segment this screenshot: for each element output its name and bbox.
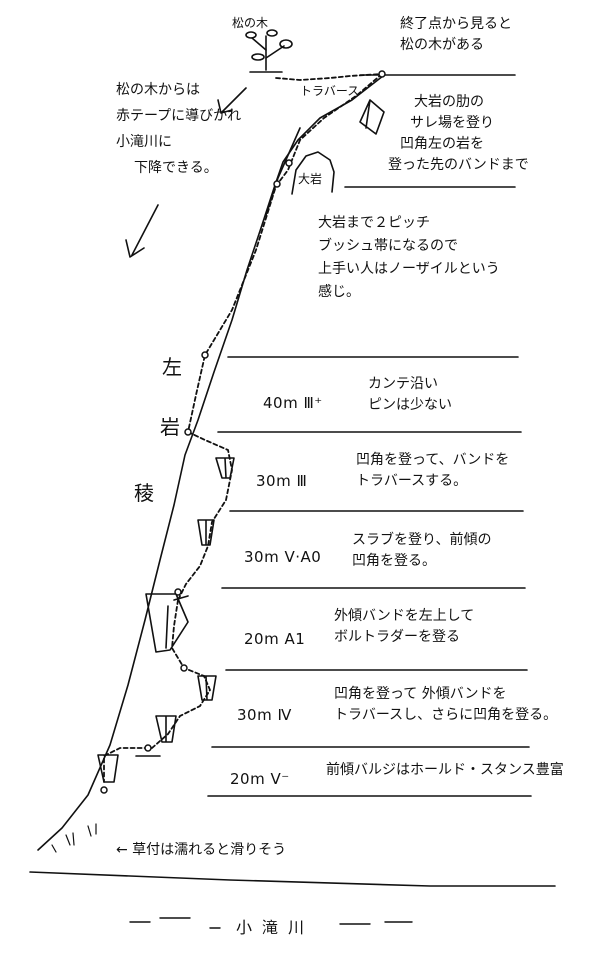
pitch-note-line: トラバースし、さらに凹角を登る。 <box>334 707 558 723</box>
pitch-grade: 40m Ⅲ⁺ <box>263 394 323 412</box>
pitch-note: 凹角を登って、バンドを トラバースする。 <box>356 450 509 492</box>
river-dashes <box>129 917 413 929</box>
descent-note: 松の木からは 赤テープに導びかれ 小滝川に 下降できる。 <box>116 78 241 182</box>
climbing-route-path <box>177 431 233 601</box>
pitch-note-line: 凹角を登って 外傾バンドを <box>334 686 507 702</box>
grass-note: ← 草付は濡れると滑りそう <box>116 842 287 858</box>
pitch-grade: 30m Ⅲ <box>256 472 308 490</box>
pitch-note-line: ピンは少ない <box>368 397 452 413</box>
big-rock-drawing <box>291 151 335 195</box>
bush-note: 大岩まで２ピッチ ブッシュ帯になるので 上手い人はノーザイルという 感じ。 <box>318 212 500 304</box>
top-note: 終了点から見ると 松の木がある <box>400 14 512 56</box>
descent-note-line: 小滝川に <box>116 133 172 150</box>
ridge-label-char: 稜 <box>134 481 154 505</box>
pitch-note: カンテ沿い ピンは少ない <box>368 374 452 416</box>
pitch-note-line: 前傾バルジはホールド・スタンス豊富 <box>326 762 564 778</box>
dihedral-symbol <box>197 519 215 546</box>
pitch-grade: 30m Ⅴ·A0 <box>244 548 322 566</box>
pitch-note-line: トラバースする。 <box>356 473 468 489</box>
bolt-ladder-bar <box>173 595 189 601</box>
pitch-grade: 20m A1 <box>244 630 306 648</box>
top-note-line: 松の木がある <box>400 37 484 53</box>
dihedral-symbol <box>155 715 177 743</box>
traverse-label: トラバース <box>300 84 360 98</box>
pine-tree-label: 松の木 <box>232 16 269 30</box>
bush-note-line: ブッシュ帯になるので <box>318 238 458 255</box>
dihedral-symbol <box>359 99 385 135</box>
big-rock-note-line: 登った先のバンドまで <box>388 157 529 173</box>
big-rock-note-line: サレ場を登り <box>410 115 494 131</box>
big-rock-note-line: 大岩の肋の <box>414 94 484 110</box>
belay-point <box>273 180 281 188</box>
ridge-label-char: 左 <box>162 355 182 379</box>
river-label: 小滝川 <box>236 918 315 937</box>
pitch-grade: 20m Ⅴ⁻ <box>230 770 290 788</box>
belay-point <box>180 664 188 672</box>
pitch-note: 凹角を登って 外傾バンドを トラバースし、さらに凹角を登る。 <box>334 684 557 726</box>
bush-note-line: 感じ。 <box>318 284 360 301</box>
belay-point <box>285 159 293 167</box>
pitch-note: 外傾バンドを左上して ボルトラダーを登る <box>334 606 474 648</box>
ridge-outline <box>37 75 384 851</box>
pitch-note-line: 凹角を登って、バンドを <box>356 452 510 468</box>
descent-arrow-upper <box>221 87 247 113</box>
pitch-note-line: 外傾バンドを左上して <box>334 608 475 624</box>
pine-tree-drawing <box>245 29 293 73</box>
ridge-label-char: 岩 <box>160 415 180 439</box>
pitch-note-line: スラブを登り、前傾の <box>352 532 492 548</box>
pitch-note: スラブを登り、前傾の 凹角を登る。 <box>352 530 491 572</box>
belay-point <box>144 744 152 752</box>
descent-note-line: 赤テープに導びかれ <box>116 107 242 124</box>
descent-note-line: 松の木からは <box>116 82 200 98</box>
belay-point <box>100 786 108 794</box>
belay-point <box>378 70 386 78</box>
pitch-note-line: ボルトラダーを登る <box>334 629 460 645</box>
belay-point <box>184 428 192 436</box>
grass-tufts <box>51 823 97 853</box>
dihedral-symbol <box>145 593 189 653</box>
descent-arrow-lower-head <box>125 239 145 258</box>
belay-point <box>201 351 209 359</box>
belay-point <box>174 588 182 596</box>
descent-arrow-upper-head <box>217 99 233 114</box>
bulge-symbol <box>97 754 119 783</box>
big-rock-note-line: 凹角左の岩を <box>400 136 484 152</box>
climbing-route-path <box>275 73 383 81</box>
bush-note-line: 上手い人はノーザイルという <box>318 261 500 278</box>
pitch-grade: 30m Ⅳ <box>237 706 292 724</box>
pitch-note-line: 凹角を登る。 <box>352 553 436 569</box>
pitch-note: 前傾バルジはホールド・スタンス豊富 <box>326 760 564 781</box>
bush-note-line: 大岩まで２ピッチ <box>318 215 430 231</box>
descent-arrow-lower <box>131 204 159 256</box>
big-rock-label: 大岩 <box>298 172 323 186</box>
big-rock-note: 大岩の肋の サレ場を登り 凹角左の岩を 登った先のバンドまで <box>388 92 529 176</box>
top-note-line: 終了点から見ると <box>400 16 512 32</box>
descent-note-line: 下降できる。 <box>134 159 218 176</box>
ground-line <box>29 871 556 887</box>
pitch-note-line: カンテ沿い <box>368 376 438 392</box>
climbing-route-path <box>103 599 212 783</box>
